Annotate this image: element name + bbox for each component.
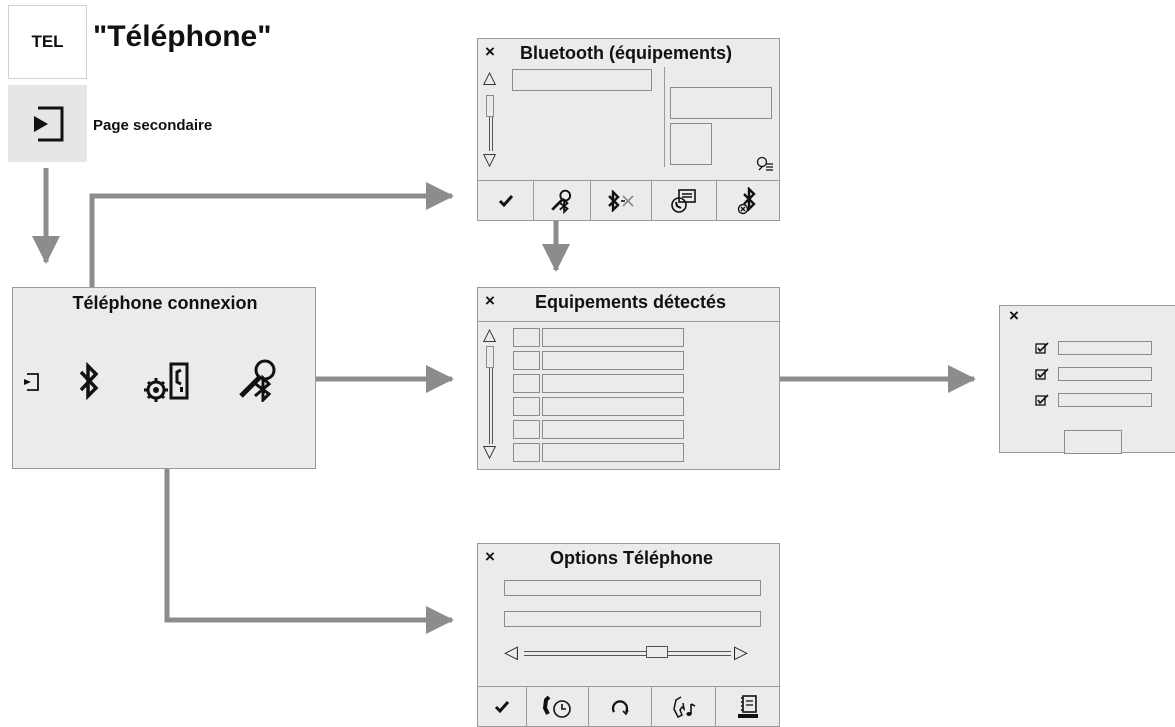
bluetooth-icon[interactable]	[76, 362, 102, 400]
scrollbar-track[interactable]	[489, 368, 490, 444]
device-row-icon[interactable]	[513, 328, 540, 347]
ringtone-icon	[672, 695, 695, 718]
device-row-icon[interactable]	[513, 420, 540, 439]
slider-right-icon[interactable]: ▷	[734, 642, 748, 662]
toolbar-divider	[478, 686, 779, 687]
secondary-page-label: Page secondaire	[93, 117, 213, 134]
device-row-name[interactable]	[542, 397, 684, 416]
profile-ok-button[interactable]	[1064, 430, 1122, 454]
header-divider	[478, 321, 779, 322]
ringtone-button[interactable]	[652, 687, 716, 726]
close-icon[interactable]: ×	[485, 291, 495, 310]
device-row-name[interactable]	[542, 374, 684, 393]
slider-track[interactable]	[524, 651, 731, 652]
check-button[interactable]	[478, 687, 527, 726]
phonebook-button[interactable]	[716, 687, 779, 726]
device-info-box	[670, 87, 772, 119]
profile-option-field[interactable]	[1058, 393, 1152, 407]
scrollbar-thumb[interactable]	[486, 95, 494, 117]
options-title: Options Téléphone	[550, 548, 714, 568]
call-log-icon	[542, 695, 571, 718]
connexion-title: Téléphone connexion	[72, 293, 258, 313]
device-row-icon[interactable]	[513, 443, 540, 462]
call-log-button[interactable]	[527, 687, 589, 726]
option-field[interactable]	[504, 580, 761, 596]
profile-dialog: ×	[999, 305, 1175, 454]
profile-option-field[interactable]	[1058, 341, 1152, 355]
bluetooth-delete-icon	[737, 186, 756, 214]
phone-options-panel: × Options Téléphone ◁ ▷	[477, 543, 780, 727]
refresh-icon	[611, 699, 629, 715]
secondary-page-tile[interactable]	[8, 85, 87, 162]
phone-profile-icon	[671, 188, 696, 213]
toolbar-divider	[478, 180, 779, 181]
search-bluetooth-button[interactable]	[534, 181, 591, 220]
secondary-page-icon[interactable]	[21, 372, 41, 392]
bluetooth-toolbar	[478, 181, 779, 220]
search-bluetooth-icon[interactable]	[235, 358, 283, 402]
option-field[interactable]	[504, 611, 761, 627]
scrollbar-track[interactable]	[489, 117, 490, 151]
divider	[664, 67, 665, 167]
slider-left-icon[interactable]: ◁	[504, 642, 518, 662]
checkbox-checked-icon[interactable]	[1035, 394, 1049, 406]
phone-profile-button[interactable]	[652, 181, 717, 220]
detected-devices-panel: × Equipements détectés △ ▽	[477, 287, 780, 470]
phonebook-icon	[737, 694, 758, 718]
bluetooth-disconnect-icon	[608, 189, 634, 212]
tel-label: TEL	[31, 32, 64, 51]
device-row-icon[interactable]	[513, 397, 540, 416]
close-icon[interactable]: ×	[485, 42, 495, 61]
details-icon[interactable]	[756, 156, 774, 172]
detected-title: Equipements détectés	[535, 292, 727, 312]
scroll-down-icon[interactable]: ▽	[483, 442, 497, 461]
checkbox-checked-icon[interactable]	[1035, 368, 1049, 380]
check-button[interactable]	[478, 181, 534, 220]
refresh-button[interactable]	[589, 687, 652, 726]
device-list-row[interactable]	[512, 69, 652, 91]
close-icon[interactable]: ×	[485, 547, 495, 566]
slider-thumb[interactable]	[646, 646, 668, 658]
check-icon	[494, 700, 510, 713]
checkbox-checked-icon[interactable]	[1035, 342, 1049, 354]
bluetooth-disconnect-button[interactable]	[591, 181, 652, 220]
phone-settings-icon[interactable]	[143, 360, 193, 404]
scrollbar-thumb[interactable]	[486, 346, 494, 368]
bluetooth-title: Bluetooth (équipements)	[520, 43, 732, 63]
device-row-name[interactable]	[542, 328, 684, 347]
scroll-up-icon[interactable]: △	[483, 68, 497, 87]
options-toolbar	[478, 687, 779, 726]
device-row-name[interactable]	[542, 443, 684, 462]
profile-option-field[interactable]	[1058, 367, 1152, 381]
page-title: "Téléphone"	[93, 20, 272, 53]
bluetooth-devices-panel: × Bluetooth (équipements) △ ▽	[477, 38, 780, 221]
tel-tile[interactable]: TEL	[8, 5, 87, 79]
scroll-up-icon[interactable]: △	[483, 325, 497, 344]
device-row-name[interactable]	[542, 420, 684, 439]
bluetooth-delete-button[interactable]	[717, 181, 779, 220]
device-row-icon[interactable]	[513, 351, 540, 370]
check-icon	[498, 194, 513, 207]
search-bluetooth-icon	[551, 189, 572, 214]
secondary-page-icon	[33, 106, 63, 141]
scroll-down-icon[interactable]: ▽	[483, 150, 497, 169]
device-image-box	[670, 123, 712, 165]
device-row-name[interactable]	[542, 351, 684, 370]
connexion-panel: Téléphone connexion	[12, 287, 316, 469]
device-row-icon[interactable]	[513, 374, 540, 393]
close-icon[interactable]: ×	[1009, 306, 1019, 325]
